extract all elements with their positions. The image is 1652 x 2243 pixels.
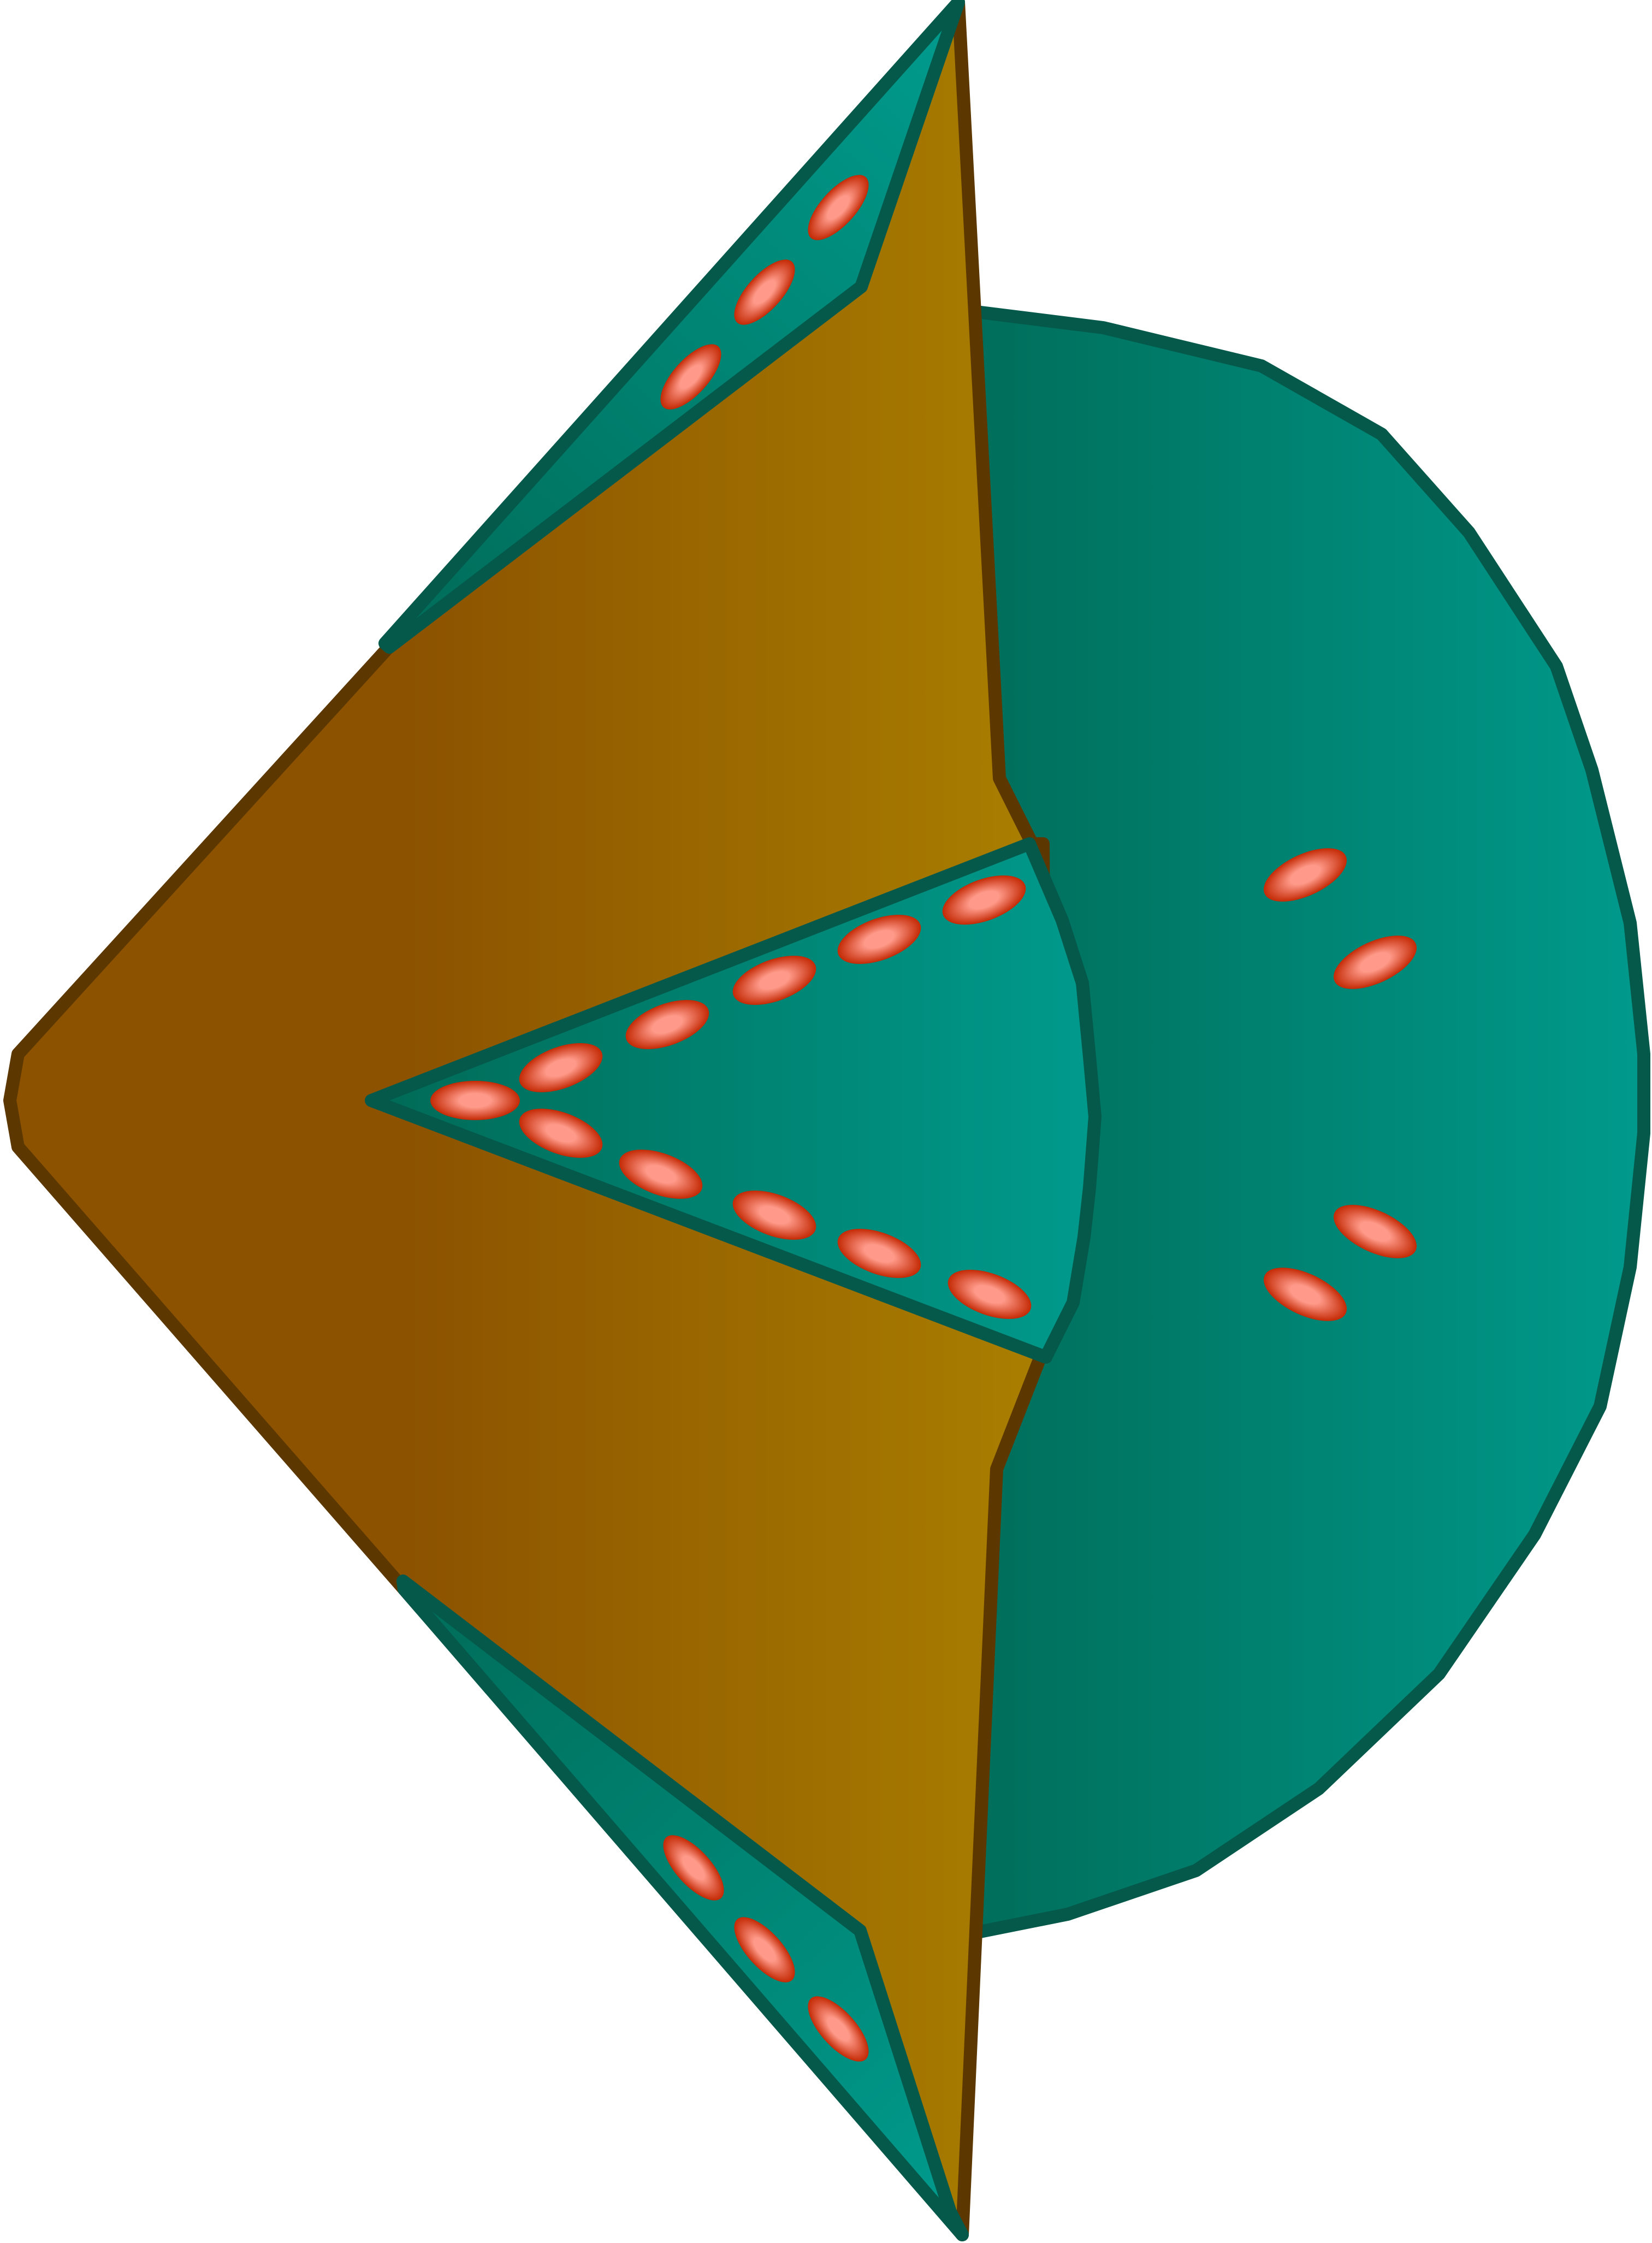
spot bbox=[619, 1150, 703, 1199]
spot bbox=[942, 875, 1026, 925]
spot bbox=[519, 1043, 603, 1092]
lower-fin-spots bbox=[663, 1835, 869, 2062]
spot bbox=[808, 175, 869, 240]
spot bbox=[1333, 1205, 1417, 1258]
spot bbox=[808, 1996, 869, 2062]
lower-fin bbox=[396, 1575, 969, 2241]
spot bbox=[430, 1081, 520, 1120]
spot bbox=[1263, 1268, 1347, 1321]
spot bbox=[732, 956, 816, 1005]
upper-fin-spots bbox=[660, 175, 869, 410]
center-wedge-spots bbox=[430, 875, 1032, 1319]
spot bbox=[734, 1917, 795, 1982]
shell-spots bbox=[1263, 848, 1417, 1321]
spot bbox=[948, 1270, 1032, 1319]
spot bbox=[663, 1835, 724, 1901]
spot bbox=[837, 915, 921, 964]
spot bbox=[519, 1109, 603, 1158]
spot bbox=[660, 344, 721, 410]
upper-fin bbox=[378, 0, 965, 654]
center-wedge bbox=[365, 837, 1102, 1364]
spot bbox=[1333, 936, 1417, 989]
spot bbox=[837, 1229, 921, 1278]
spot bbox=[734, 259, 795, 325]
spot bbox=[732, 1191, 816, 1240]
spot bbox=[1263, 848, 1347, 902]
shell-half-disc bbox=[966, 305, 1650, 1940]
spot bbox=[625, 1000, 709, 1049]
